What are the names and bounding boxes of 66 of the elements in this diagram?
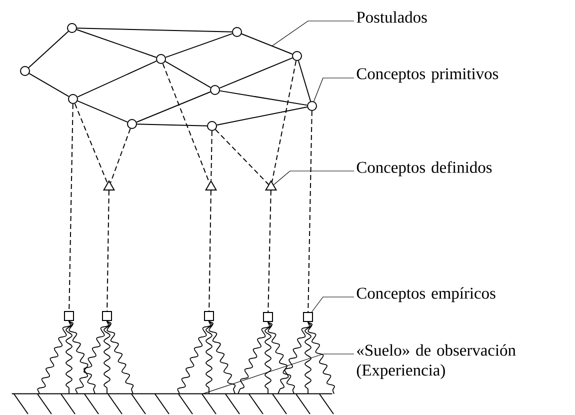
wavy-line <box>268 322 295 394</box>
wavy-line <box>238 322 270 394</box>
concept-circle <box>67 23 77 33</box>
dashed-link <box>268 190 272 312</box>
wavy-line <box>75 320 109 394</box>
network-line <box>216 106 308 126</box>
dashed-link <box>68 104 74 312</box>
dashed-link <box>214 129 269 185</box>
ground-hatching <box>11 393 334 414</box>
dashed-link <box>74 103 108 184</box>
network-line <box>298 60 312 102</box>
wavy-line <box>264 322 272 394</box>
network-line <box>165 33 233 58</box>
dashed-link <box>308 110 312 312</box>
concept-circle <box>210 85 220 95</box>
network-line <box>136 124 208 126</box>
concept-label: Postulados <box>356 11 427 23</box>
concept-label: Conceptos primitivos <box>356 68 498 83</box>
wavy-line <box>208 320 236 394</box>
network-line <box>136 91 211 123</box>
wavy-line <box>308 322 335 394</box>
wavy-line <box>304 322 312 394</box>
wavy-line <box>177 320 211 394</box>
dashed-link <box>272 60 297 182</box>
network-line <box>164 61 212 88</box>
concept-circle <box>307 101 317 111</box>
wavy-line <box>66 320 72 394</box>
concept-circle <box>292 51 302 61</box>
concept-label: Conceptos empíricos <box>356 287 496 302</box>
concept-circle <box>127 119 137 129</box>
concept-label: «Suelo» de observación (Experiencia) <box>356 344 516 380</box>
wavy-line <box>206 320 212 394</box>
leader-line <box>314 78 354 102</box>
network-line <box>219 90 308 106</box>
concept-circle <box>156 54 166 64</box>
dashed-link <box>106 190 110 312</box>
wavy-line <box>106 320 134 394</box>
concept-label: Conceptos definidos <box>356 161 492 176</box>
network-line <box>28 30 69 68</box>
wavy-line <box>68 320 96 394</box>
empirical-concept-square <box>102 311 112 321</box>
network-line <box>76 29 157 58</box>
network-line <box>77 100 128 123</box>
wavy-line <box>104 320 110 394</box>
leader-line <box>202 354 354 394</box>
dashed-link <box>110 128 131 184</box>
network-line <box>28 73 70 97</box>
leader-line <box>272 20 354 46</box>
network-line <box>77 60 157 98</box>
concept-circle <box>232 27 242 37</box>
leader-line <box>273 170 354 186</box>
dashed-link <box>208 190 212 312</box>
network-line <box>219 57 293 89</box>
empirical-concept-square <box>64 311 74 321</box>
wavy-line <box>278 322 310 394</box>
network-line <box>76 28 232 32</box>
network-line <box>241 33 293 55</box>
concept-circle <box>68 94 78 104</box>
empirical-concept-square <box>303 312 313 322</box>
concept-circle <box>207 121 217 131</box>
concept-circle <box>20 66 30 76</box>
dashed-link <box>210 130 212 181</box>
empirical-concept-square <box>204 311 214 321</box>
empirical-concept-square <box>263 312 273 322</box>
leader-line <box>311 296 354 312</box>
wavy-line <box>37 320 71 394</box>
